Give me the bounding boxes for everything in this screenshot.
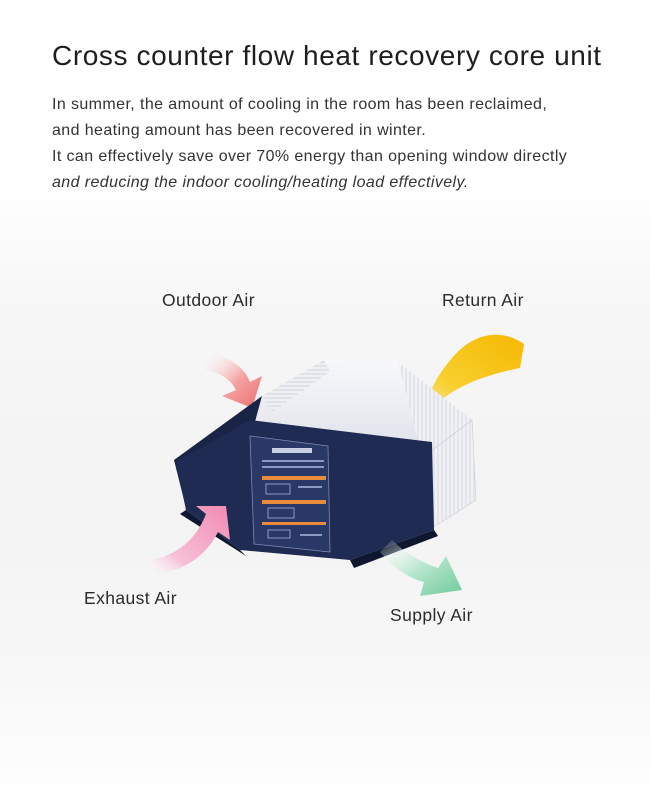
heat-core-fins-left [262,360,330,412]
outdoor-air-label: Outdoor Air [162,290,255,310]
supply-air-arrow [380,540,462,596]
description: In summer, the amount of cooling in the … [52,92,567,196]
page-title: Cross counter flow heat recovery core un… [52,40,602,71]
exhaust-air-arrow [146,506,230,574]
description-line: and heating amount has been recovered in… [52,122,427,139]
exhaust-air-label: Exhaust Air [84,588,177,608]
description-line: and reducing the indoor cooling/heating … [52,174,469,191]
description-line: In summer, the amount of cooling in the … [52,96,548,113]
description-line: It can effectively save over 70% energy … [52,148,568,165]
product-label-plate [249,435,331,553]
supply-air-label: Supply Air [390,605,473,625]
return-air-label: Return Air [442,290,524,310]
outdoor-air-arrow [205,352,262,408]
